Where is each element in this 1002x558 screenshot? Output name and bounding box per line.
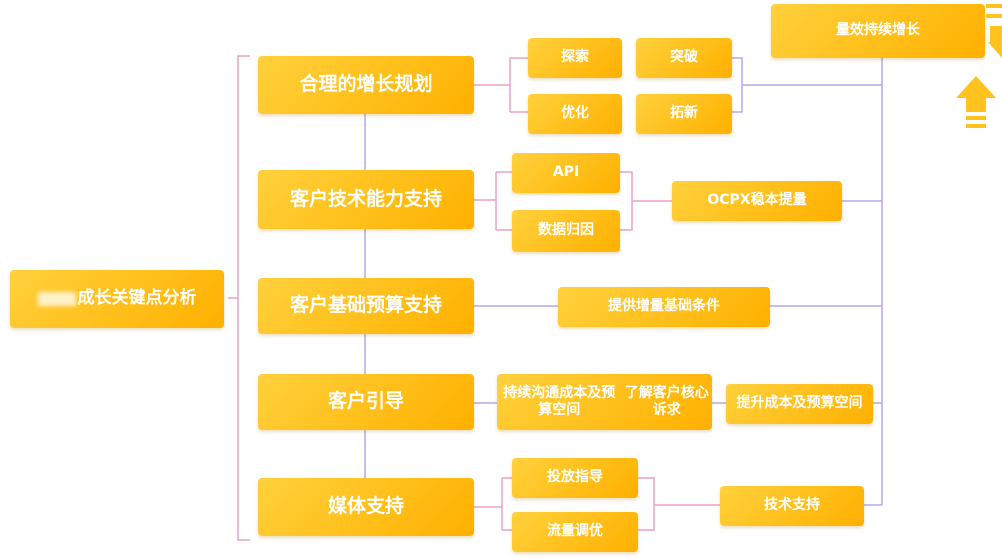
branch5-bracket (474, 477, 512, 531)
sub-label: 探索 (561, 49, 589, 66)
sub-node-communication: 持续沟通成本及预算空间 了解客户核心诉求 (497, 374, 712, 430)
sub-label: API (552, 164, 580, 181)
branch-node-budget-support: 客户基础预算支持 (258, 278, 474, 334)
branch-label: 客户技术能力支持 (289, 187, 442, 210)
branch5-merge (638, 477, 720, 531)
sub-label: 突破 (670, 49, 698, 66)
result-label: 技术支持 (764, 497, 820, 514)
sub-node-api: API (512, 153, 620, 193)
sub-label: 流量调优 (547, 523, 603, 540)
sub-node-optimize: 优化 (528, 94, 622, 134)
result-label: 提供增量基础条件 (608, 298, 720, 315)
sub-label: 优化 (561, 105, 589, 122)
branch-label: 客户引导 (327, 390, 404, 413)
sub-node-explore: 探索 (528, 38, 622, 78)
branch-node-growth-plan: 合理的增长规划 (258, 56, 474, 114)
branch-label: 合理的增长规划 (299, 73, 433, 96)
result-node-incremental: 提供增量基础条件 (558, 287, 770, 327)
result-node-ocpx: OCPX稳本提量 (672, 181, 842, 221)
branch2-merge (620, 171, 672, 231)
result-label: 提升成本及预算空间 (736, 395, 863, 412)
goal-node: 量效持续增长 (771, 4, 985, 58)
root-bracket (228, 55, 250, 541)
result-node-tech-support: 技术支持 (720, 486, 864, 526)
sub-node-delivery-guidance: 投放指导 (512, 458, 638, 498)
goal-label: 量效持续增长 (836, 22, 920, 39)
branch-label: 媒体支持 (327, 495, 404, 518)
result-label: OCPX稳本提量 (707, 192, 807, 209)
branch-label: 客户基础预算支持 (289, 294, 442, 317)
sub-node-traffic-tuning: 流量调优 (512, 512, 638, 552)
branch1-merge (732, 57, 882, 113)
branch1-bracket (474, 57, 528, 113)
branch-node-customer-guidance: 客户引导 (258, 374, 474, 430)
redacted-text (37, 292, 76, 306)
result-node-cost-budget: 提升成本及预算空间 (726, 384, 873, 424)
sub-node-attribution: 数据归因 (512, 210, 620, 252)
sub-node-breakthrough: 突破 (636, 38, 732, 78)
branch-node-tech-support: 客户技术能力支持 (258, 170, 474, 229)
sub-node-expand: 拓新 (636, 94, 732, 134)
sub-label-line1: 持续沟通成本及预算空间 (503, 384, 616, 419)
sub-label: 投放指导 (547, 469, 603, 486)
root-node: 成长关键点分析 (10, 270, 224, 328)
branch2-bracket (474, 171, 512, 231)
root-label: 成长关键点分析 (77, 288, 197, 309)
up-arrow-icon (956, 76, 996, 128)
branch-node-media-support: 媒体支持 (258, 478, 474, 536)
sub-label-line2: 了解客户核心诉求 (624, 384, 709, 419)
sub-label: 数据归因 (538, 222, 594, 239)
sub-label: 拓新 (670, 105, 698, 122)
cropped-arrow-icon (986, 4, 1002, 58)
